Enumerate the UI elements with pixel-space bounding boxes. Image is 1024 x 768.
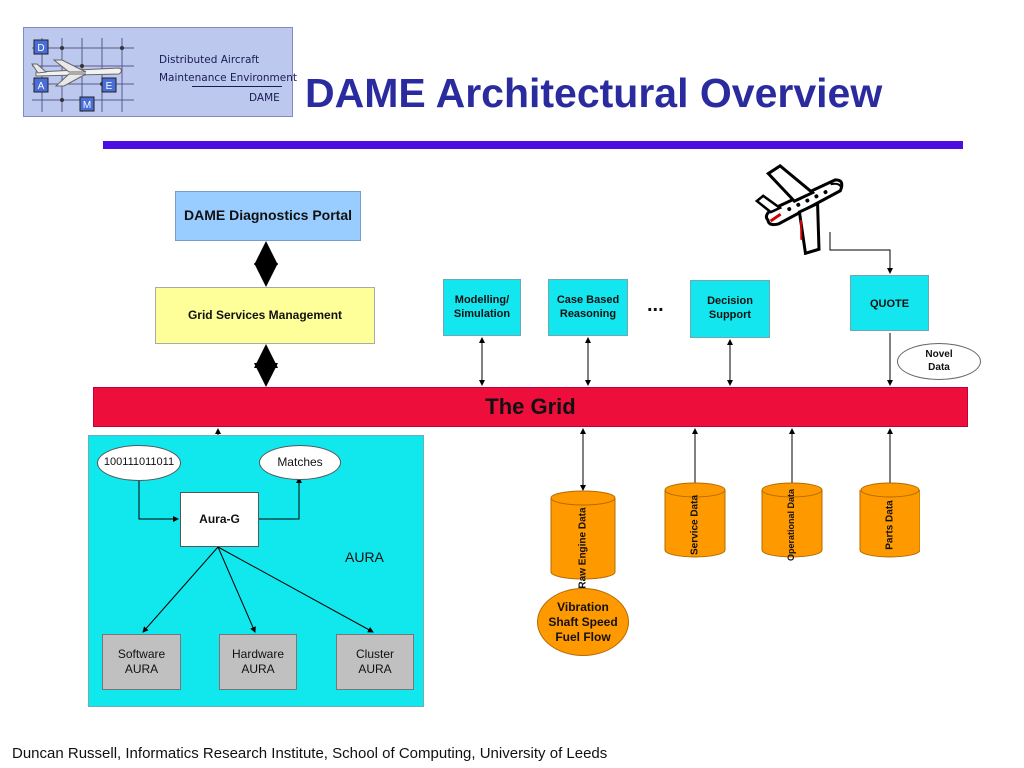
aircraft-logo-icon: D A E M bbox=[31, 38, 134, 112]
logo-letter-a: A bbox=[38, 81, 45, 92]
grid-bar: The Grid bbox=[93, 387, 968, 427]
portal-box: DAME Diagnostics Portal bbox=[175, 191, 361, 241]
binary-ellipse: 100111011011 bbox=[97, 445, 181, 481]
cluster-aura-box: Cluster AURA bbox=[336, 634, 414, 690]
matches-ellipse: Matches bbox=[259, 445, 341, 480]
aura-connectors bbox=[138, 477, 374, 633]
logo-letter-d: D bbox=[37, 43, 44, 54]
shaft-speed-line: Shaft Speed bbox=[548, 615, 618, 629]
novel-data-ellipse: Novel Data bbox=[897, 343, 981, 380]
logo-underline bbox=[192, 86, 282, 87]
hardware-aura-box: Hardware AURA bbox=[219, 634, 297, 690]
raw-engine-data-label: Raw Engine Data bbox=[577, 507, 589, 589]
ellipsis: ... bbox=[647, 294, 664, 316]
grid-label: The Grid bbox=[485, 394, 576, 419]
arrow-plane-quote bbox=[829, 232, 893, 274]
logo-line-1: Distributed Aircraft bbox=[159, 54, 260, 66]
vibration-ellipse bbox=[537, 588, 629, 656]
title-rule bbox=[103, 141, 963, 149]
cbr-box: Case Based Reasoning bbox=[548, 279, 628, 336]
gsm-box: Grid Services Management bbox=[155, 287, 375, 344]
logo-letter-m: M bbox=[83, 100, 91, 111]
vibration-line: Vibration bbox=[557, 600, 609, 614]
software-aura-box: Software AURA bbox=[102, 634, 181, 690]
logo-line-3: DAME bbox=[249, 92, 280, 104]
data-stores bbox=[550, 482, 920, 580]
modelling-box: Modelling/ Simulation bbox=[443, 279, 521, 336]
page-title: DAME Architectural Overview bbox=[305, 70, 883, 116]
parts-data-label: Parts Data bbox=[884, 500, 896, 550]
aura-label: AURA bbox=[345, 549, 384, 565]
decision-box: Decision Support bbox=[690, 280, 770, 338]
aura-g-box: Aura-G bbox=[180, 492, 259, 547]
vibration-text: Vibration Shaft Speed Fuel Flow bbox=[537, 600, 629, 645]
logo-letter-e: E bbox=[106, 81, 113, 92]
footer-credit: Duncan Russell, Informatics Research Ins… bbox=[12, 745, 608, 762]
fuel-flow-line: Fuel Flow bbox=[555, 630, 611, 644]
quote-box: QUOTE bbox=[850, 275, 929, 331]
service-data-label: Service Data bbox=[689, 494, 701, 556]
operational-data-label: Operational Data bbox=[786, 488, 797, 562]
logo-line-2: Maintenance Environment bbox=[159, 72, 298, 84]
airplane-icon bbox=[755, 163, 844, 255]
dame-logo: D A E M Distributed Aircraft Maintenance… bbox=[23, 27, 297, 117]
